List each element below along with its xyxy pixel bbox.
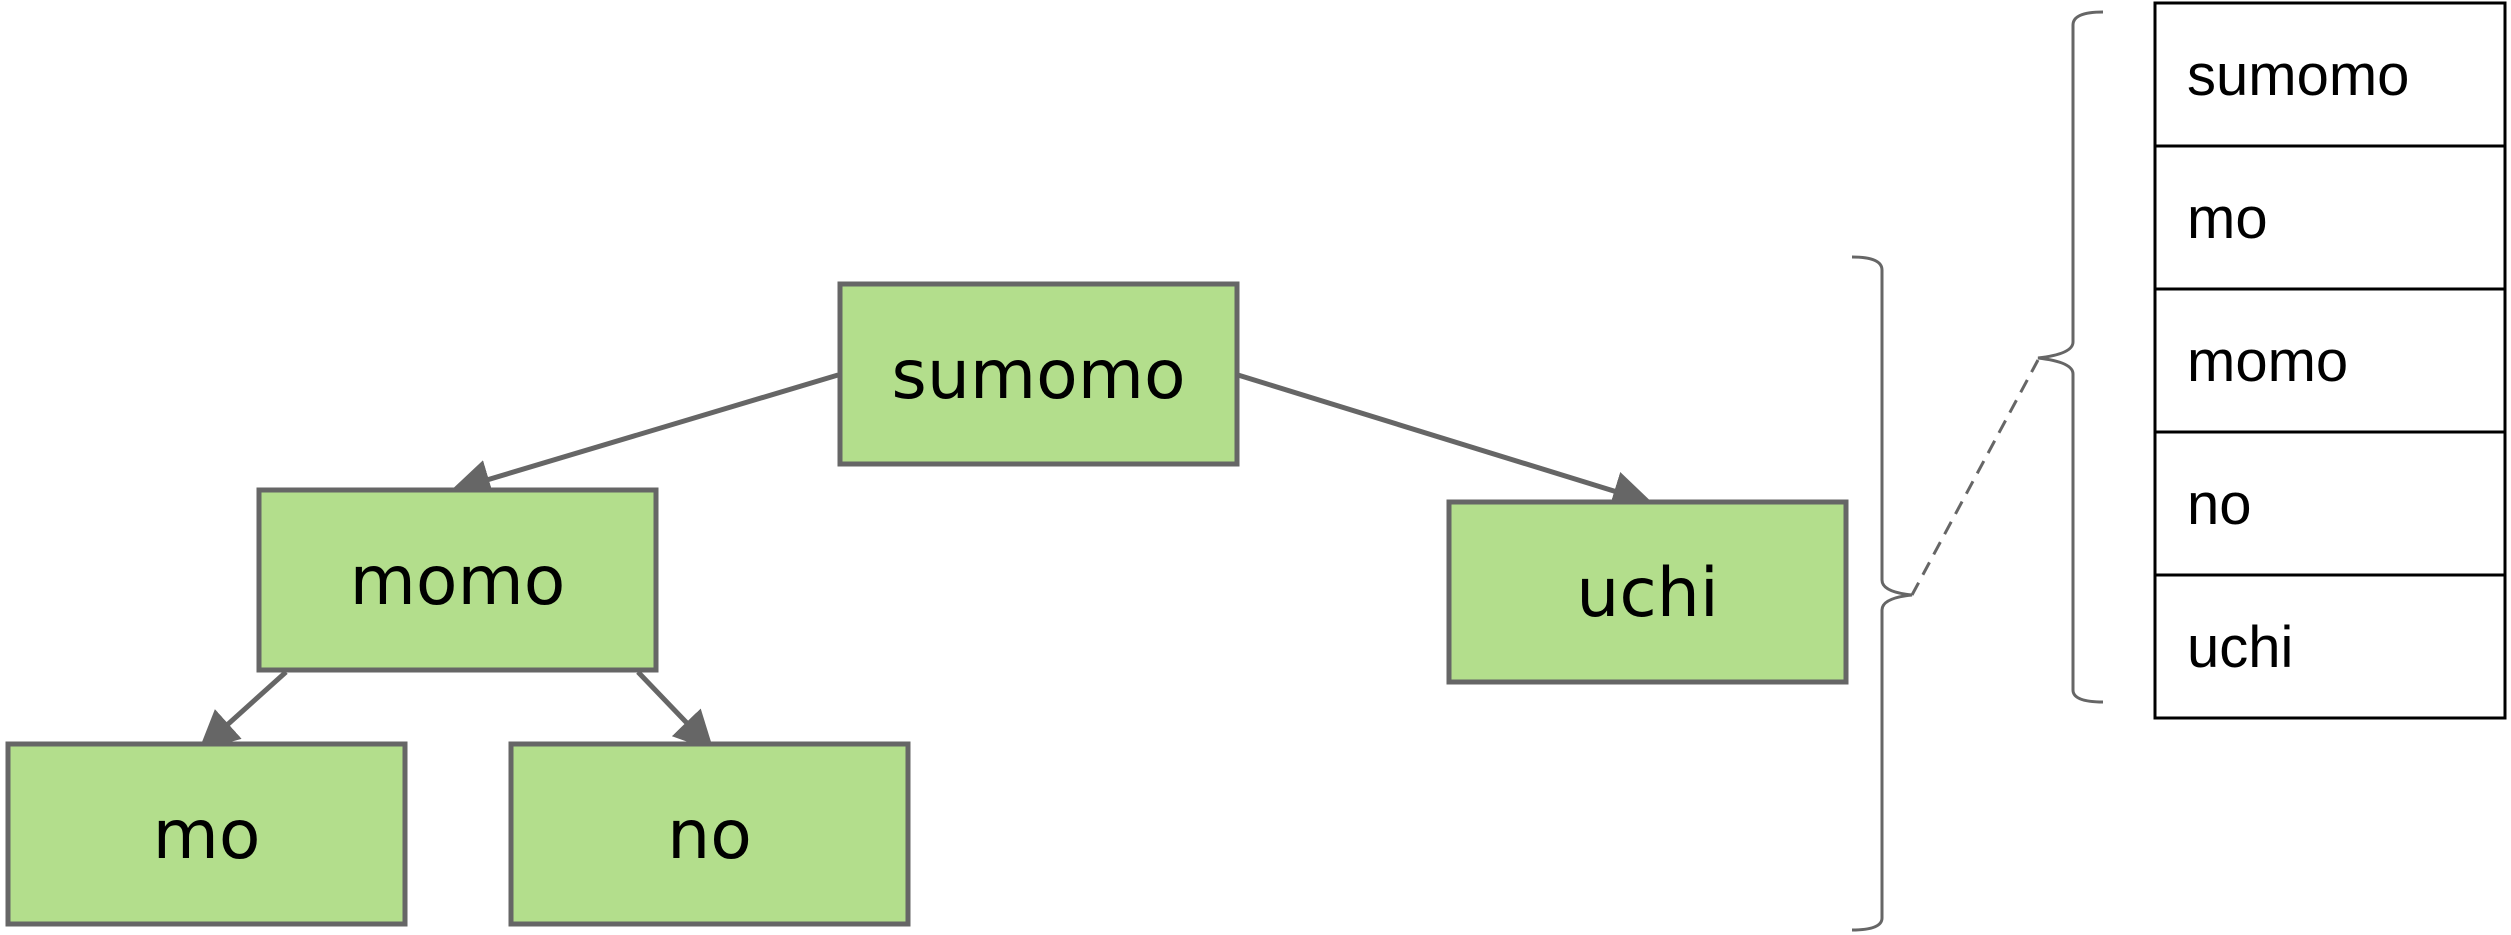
dashed-connector — [1910, 359, 2040, 596]
list-item-label: mo — [2187, 186, 2268, 251]
node-box — [837, 281, 1240, 467]
node-box — [5, 741, 408, 927]
node-label: no — [667, 796, 752, 875]
tree-brace — [1851, 255, 1913, 932]
node-label: momo — [350, 542, 566, 621]
list-cell — [2153, 573, 2507, 720]
node-label: uchi — [1576, 554, 1718, 633]
tree-node-momo: momo — [256, 487, 659, 673]
node-box — [508, 741, 911, 927]
edge-momo-mo — [198, 670, 288, 751]
edge-sumomo-uchi — [1237, 372, 1653, 511]
sorted-list-table: sumomo mo momo no uchi — [2153, 1, 2507, 720]
list-cell — [2153, 287, 2507, 434]
edge-sumomo-momo — [450, 372, 839, 499]
list-item-label: uchi — [2187, 615, 2293, 680]
list-brace — [2037, 10, 2104, 704]
node-box — [256, 487, 659, 673]
list-item-label: sumomo — [2187, 43, 2409, 108]
tree-node-mo: mo — [5, 741, 408, 927]
node-label: mo — [153, 796, 261, 875]
list-item-label: momo — [2187, 329, 2348, 394]
list-row: uchi — [2153, 573, 2507, 720]
tree-node-sumomo: sumomo — [837, 281, 1240, 467]
list-item-label: no — [2187, 472, 2252, 537]
tree-edges — [198, 372, 1653, 752]
list-cell — [2153, 430, 2507, 577]
node-label: sumomo — [891, 336, 1185, 415]
tree-node-uchi: uchi — [1446, 499, 1849, 685]
list-cell — [2153, 144, 2507, 291]
list-row: sumomo — [2153, 1, 2507, 148]
tree-node-no: no — [508, 741, 911, 927]
list-row: no — [2153, 430, 2507, 577]
list-cell — [2153, 1, 2507, 148]
node-box — [1446, 499, 1849, 685]
edge-momo-no — [636, 670, 714, 752]
list-row: momo — [2153, 287, 2507, 434]
list-row: mo — [2153, 144, 2507, 291]
